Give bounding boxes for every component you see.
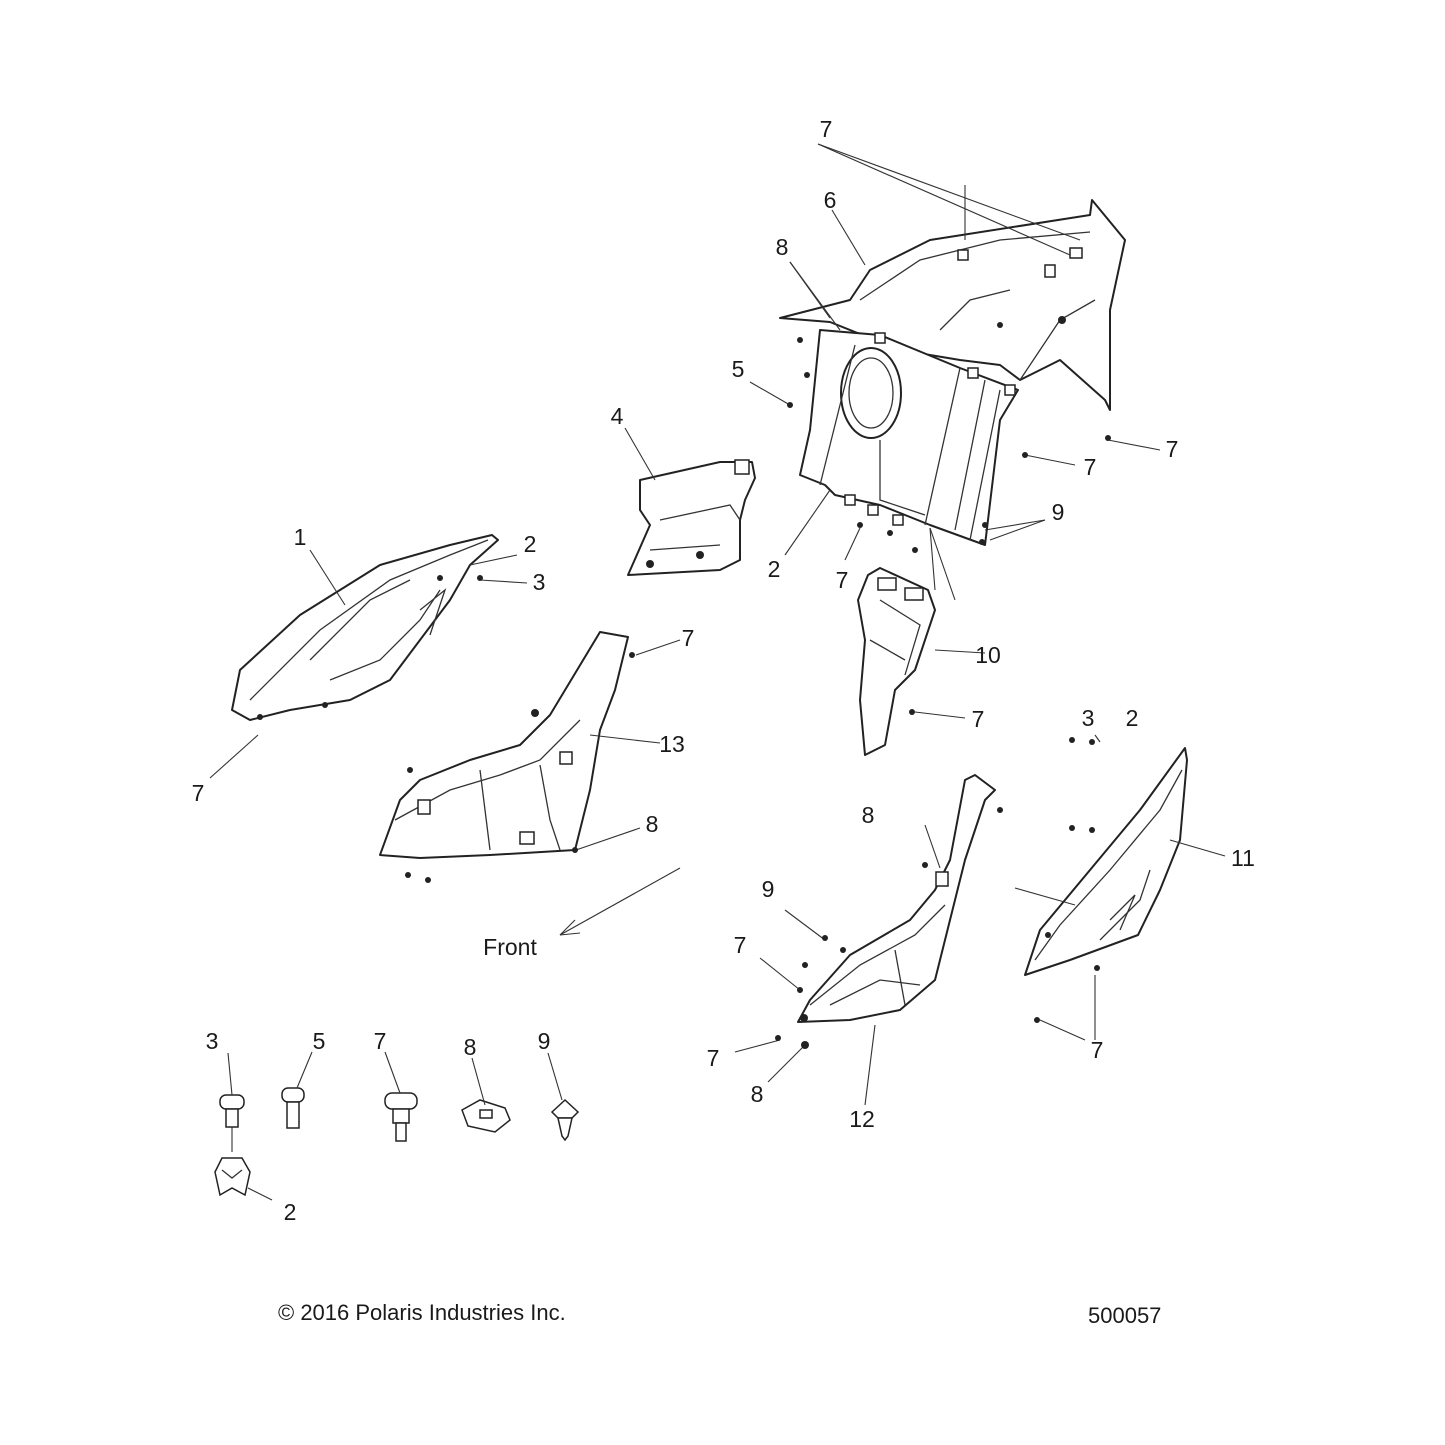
leader-lines [209, 143, 1226, 1106]
callout-8: 8 [646, 811, 659, 837]
callout-7: 7 [734, 932, 747, 958]
callout-8: 7 [820, 116, 833, 142]
legend-label-8: 8 [464, 1034, 477, 1060]
screw-5-icon [281, 1087, 305, 1129]
callout-9: 9 [1052, 499, 1065, 525]
screw-3-icon [219, 1094, 245, 1152]
legend-label-3: 3 [206, 1028, 219, 1054]
callout-2: 2 [524, 531, 537, 557]
callout-13: 13 [659, 731, 685, 757]
callout-14: 2 [768, 556, 781, 582]
callout-7: 7 [682, 625, 695, 651]
callout-8: 8 [751, 1081, 764, 1107]
callout-2: 2 [1126, 705, 1139, 731]
callout-1: 1 [294, 524, 307, 550]
callout-7: 7 [836, 567, 849, 593]
lower-rear-bracket [857, 567, 936, 756]
callout-8: 8 [776, 234, 789, 260]
front-label: Front [483, 934, 537, 960]
center-rear-panel [799, 329, 1019, 546]
front-direction-arrow [559, 867, 681, 936]
left-side-panel [231, 534, 499, 721]
left-lower-panel [379, 631, 629, 859]
callout-10: 10 [975, 642, 1001, 668]
figure-number: 500057 [1088, 1303, 1161, 1328]
callout-7: 7 [972, 706, 985, 732]
fastener-dots [405, 337, 1111, 1049]
callout-7: 7 [707, 1045, 720, 1071]
callout-3: 3 [533, 569, 546, 595]
rear-fender-panel [779, 185, 1126, 411]
hardware-legend [214, 1051, 580, 1201]
legend-label-5: 5 [313, 1028, 326, 1054]
callout-11: 11 [1231, 845, 1255, 871]
side-bracket [627, 459, 756, 576]
callout-9: 9 [762, 876, 775, 902]
legend-label-7: 7 [374, 1028, 387, 1054]
callout-7: 7 [192, 780, 205, 806]
copyright-text: © 2016 Polaris Industries Inc. [278, 1300, 566, 1325]
callout-8: 8 [862, 802, 875, 828]
callout-7: 7 [1166, 436, 1179, 462]
callout-7: 7 [1091, 1037, 1104, 1063]
right-side-panel [1024, 747, 1188, 976]
legend-label-9: 9 [538, 1028, 551, 1054]
nut-clip-2-icon [214, 1157, 251, 1197]
legend-label-2: 2 [284, 1199, 297, 1225]
spring-nut-8-icon [461, 1099, 511, 1133]
callout-7: 7 [1084, 454, 1097, 480]
callout-labels: 7 6 8 5 4 7 7 9 2 7 10 7 1 2 3 7 7 13 8 … [192, 116, 1255, 1132]
push-rivet-9-icon [550, 1098, 580, 1142]
bolt-7-icon [384, 1092, 418, 1142]
callout-6: 6 [824, 187, 837, 213]
callout-12: 12 [849, 1106, 875, 1132]
callout-4: 4 [611, 403, 624, 429]
callout-5: 5 [732, 356, 745, 382]
right-lower-panel [797, 774, 996, 1023]
callout-3: 3 [1082, 705, 1095, 731]
hardware-legend-labels: 3 5 7 8 9 2 [206, 1028, 551, 1225]
